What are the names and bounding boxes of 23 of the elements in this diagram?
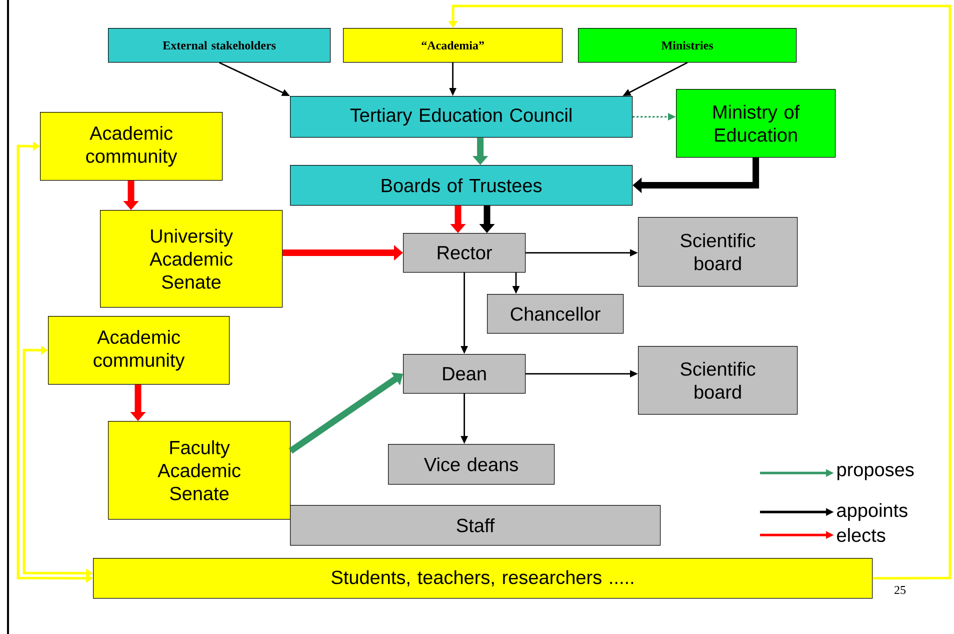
role-box: Vice deans: [388, 444, 555, 485]
legend-item: proposes: [760, 466, 914, 480]
community-box: Academic community: [40, 112, 223, 181]
role-box: Rector: [403, 233, 526, 273]
role-box: Staff: [290, 505, 661, 546]
members-box: Students, teachers, researchers .....: [93, 558, 873, 599]
board-box: Boards of Trustees: [290, 165, 633, 206]
ministry-box: Ministry of Education: [676, 89, 836, 158]
senate-box: University Academic Senate: [100, 210, 283, 308]
legend-item: appoints: [760, 503, 908, 521]
stakeholder-box: External stakeholders: [108, 28, 331, 63]
role-box: Chancellor: [487, 294, 624, 334]
stakeholder-box: Ministries: [578, 28, 797, 63]
council-box: Tertiary Education Council: [290, 96, 633, 138]
stakeholder-box: “Academia”: [343, 28, 563, 63]
page-number: 25: [894, 586, 906, 594]
legend-item: elects: [760, 528, 886, 542]
senate-box: Faculty Academic Senate: [108, 421, 291, 520]
role-box: Scientific board: [638, 346, 798, 415]
arrow: [288, 372, 403, 454]
role-box: Scientific board: [638, 217, 798, 287]
role-box: Dean: [403, 354, 526, 394]
community-box: Academic community: [48, 316, 230, 385]
